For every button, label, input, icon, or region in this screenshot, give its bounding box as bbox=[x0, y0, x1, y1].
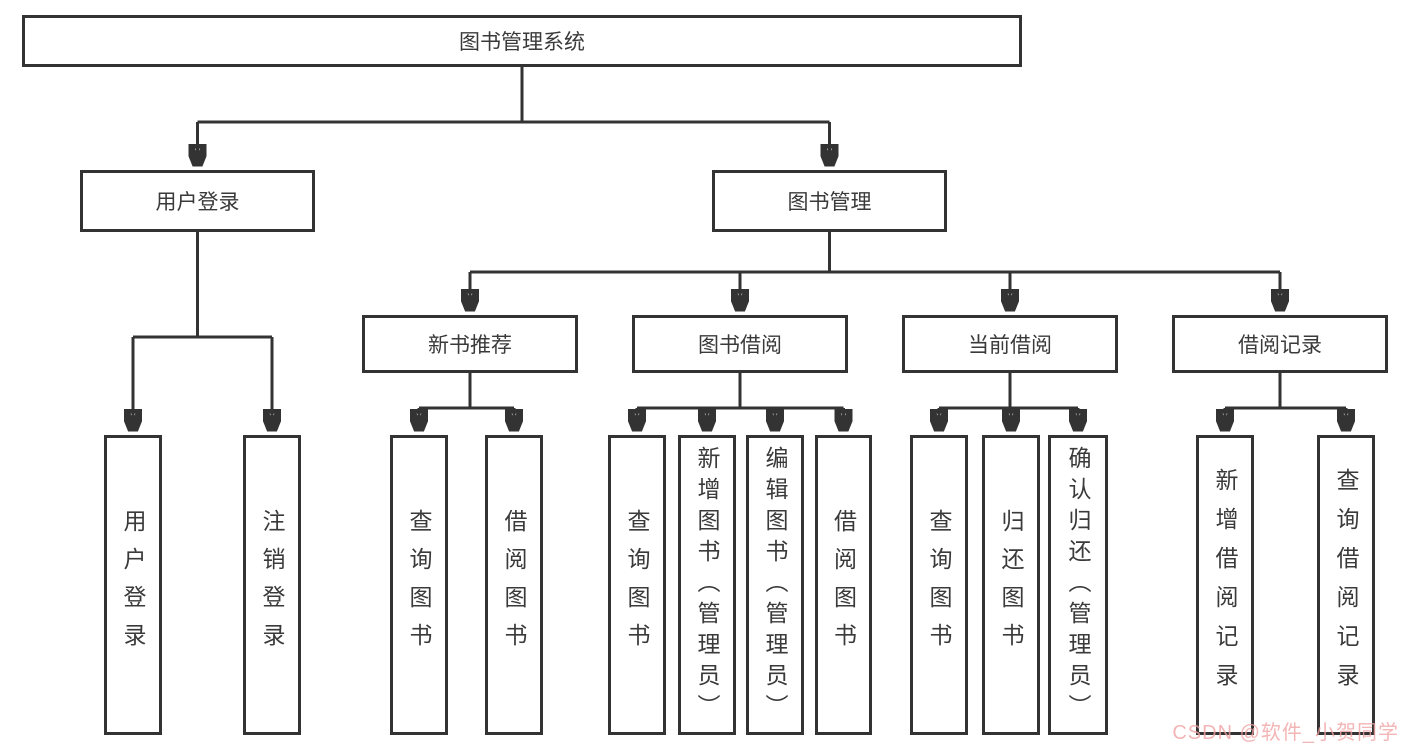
node-current-borrow: 当前借阅 bbox=[902, 315, 1118, 373]
leaf-current-confirm-return-admin: 确认归还（管理员） bbox=[1048, 435, 1108, 735]
leaf-logout: 注销登录 bbox=[243, 435, 301, 735]
node-book-borrow: 图书借阅 bbox=[632, 315, 848, 373]
leaf-user-login: 用户登录 bbox=[104, 435, 162, 735]
leaf-newbook-borrow-books: 借阅图书 bbox=[485, 435, 543, 735]
leaf-records-query-record: 查询借阅记录 bbox=[1317, 435, 1375, 735]
leaf-records-add-record: 新增借阅记录 bbox=[1196, 435, 1254, 735]
leaf-borrow-query-books: 查询图书 bbox=[608, 435, 666, 735]
leaf-borrow-edit-books-admin: 编辑图书（管理员） bbox=[746, 435, 804, 735]
leaf-borrow-add-books-admin: 新增图书（管理员） bbox=[678, 435, 736, 735]
leaf-current-query-books: 查询图书 bbox=[910, 435, 968, 735]
csdn-watermark: CSDN @软件_小贺同学 bbox=[1172, 722, 1399, 744]
node-root-system: 图书管理系统 bbox=[22, 15, 1022, 67]
node-book-management: 图书管理 bbox=[712, 170, 947, 232]
node-user-login: 用户登录 bbox=[80, 170, 315, 232]
leaf-newbook-query-books: 查询图书 bbox=[390, 435, 448, 735]
node-borrow-records: 借阅记录 bbox=[1172, 315, 1388, 373]
leaf-current-return-books: 归还图书 bbox=[982, 435, 1040, 735]
node-new-book-recommend: 新书推荐 bbox=[362, 315, 578, 373]
leaf-borrow-borrow-books: 借阅图书 bbox=[815, 435, 872, 735]
